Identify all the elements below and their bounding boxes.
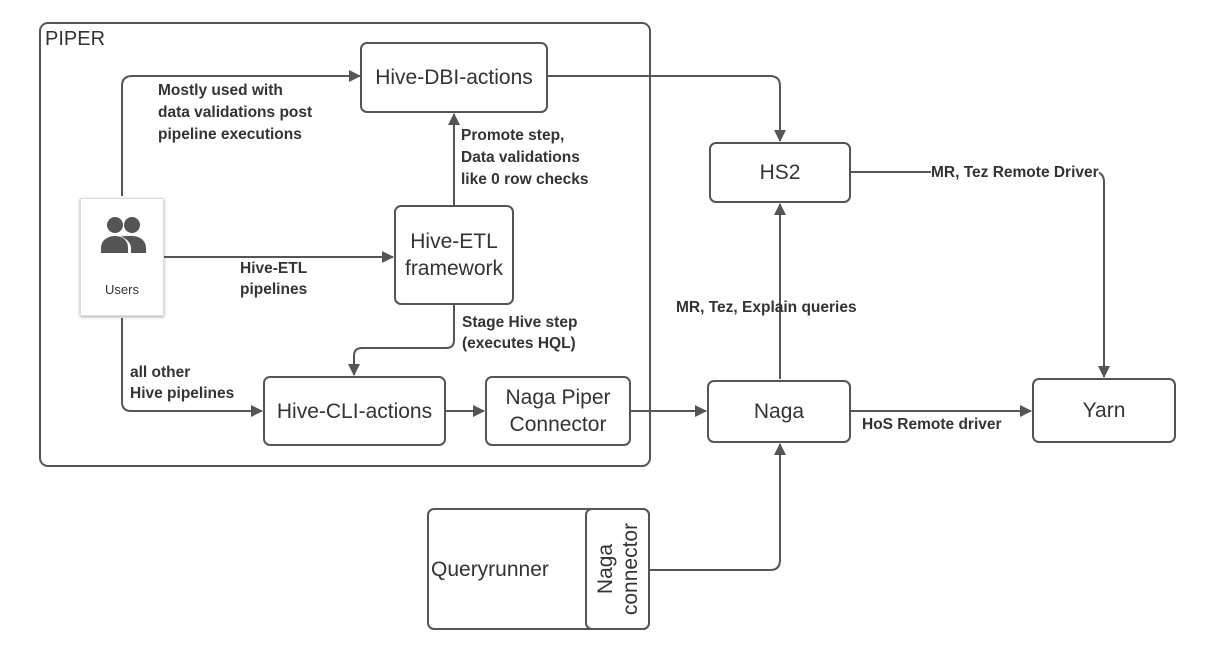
edge-hs2-to-yarn	[851, 171, 1110, 378]
label-users-to-dbi: Mostly used with data validations post p…	[158, 80, 313, 146]
naga-connector-label-line2: connector	[618, 522, 642, 616]
label-etl-to-cli: Stage Hive step (executes HQL)	[462, 312, 577, 354]
users-group-icon	[101, 217, 146, 253]
edge-users-to-cli	[121, 318, 263, 417]
label-users-to-dbi-line1: Mostly used with	[158, 82, 283, 99]
piper-container	[39, 22, 651, 467]
naga-connector-label: Naga connector	[593, 523, 643, 615]
users-node[interactable]: Users	[80, 198, 164, 316]
users-label: Users	[105, 282, 139, 297]
naga-piper-connector-node[interactable]: Naga Piper Connector	[485, 376, 631, 446]
yarn-node[interactable]: Yarn	[1032, 378, 1176, 443]
hive-etl-label-line2: framework	[404, 257, 504, 280]
label-hs2-to-yarn: MR, Tez Remote Driver	[931, 162, 1099, 183]
naga-connector-label-line1: Naga	[593, 543, 617, 595]
edge-queryrunner-to-naga	[650, 443, 786, 571]
label-users-to-etl: Hive-ETL pipelines	[240, 258, 307, 300]
hive-etl-label-line1: Hive-ETL	[410, 230, 498, 253]
naga-piper-connector-line2: Connector	[509, 413, 607, 436]
hive-etl-framework-node[interactable]: Hive-ETL framework	[394, 205, 514, 305]
label-etl-to-dbi-line3: like 0 row checks	[461, 171, 589, 188]
naga-label: Naga	[753, 400, 805, 423]
label-users-to-etl-line1: Hive-ETL	[240, 260, 308, 277]
yarn-label: Yarn	[1082, 399, 1126, 422]
label-etl-to-cli-line2: (executes HQL)	[462, 335, 576, 352]
hive-cli-actions-label: Hive-CLI-actions	[276, 399, 433, 423]
naga-connector-node[interactable]: Naga connector	[585, 508, 650, 630]
label-etl-to-dbi: Promote step, Data validations like 0 ro…	[461, 125, 589, 191]
hive-dbi-actions-label: Hive-DBI-actions	[375, 66, 533, 89]
piper-label: PIPER	[45, 28, 106, 50]
label-naga-to-yarn: HoS Remote driver	[862, 416, 1002, 433]
hs2-node[interactable]: HS2	[709, 142, 851, 203]
label-users-to-etl-line2: pipelines	[240, 281, 308, 298]
label-naga-to-hs2: MR, Tez, Explain queries	[676, 299, 857, 316]
edge-dbi-to-hs2	[548, 75, 786, 142]
label-etl-to-dbi-line1: Promote step,	[461, 127, 565, 144]
label-etl-to-cli-line1: Stage Hive step	[462, 314, 578, 331]
label-users-to-cli: all other Hive pipelines	[130, 362, 234, 404]
hive-cli-actions-node[interactable]: Hive-CLI-actions	[263, 376, 446, 446]
label-users-to-cli-line1: all other	[130, 364, 191, 381]
label-etl-to-dbi-line2: Data validations	[461, 149, 580, 166]
hive-dbi-actions-node[interactable]: Hive-DBI-actions	[360, 42, 548, 113]
label-users-to-cli-line2: Hive pipelines	[130, 385, 235, 402]
edge-users-to-dbi	[121, 70, 361, 196]
naga-node[interactable]: Naga	[707, 380, 851, 443]
edge-etl-to-cli	[348, 305, 455, 376]
hs2-label: HS2	[759, 161, 801, 184]
label-users-to-dbi-line2: data validations post	[158, 104, 313, 121]
queryrunner-label: Queryrunner	[431, 557, 549, 581]
label-users-to-dbi-line3: pipeline executions	[158, 126, 302, 143]
naga-piper-connector-line1: Naga Piper	[505, 386, 611, 409]
